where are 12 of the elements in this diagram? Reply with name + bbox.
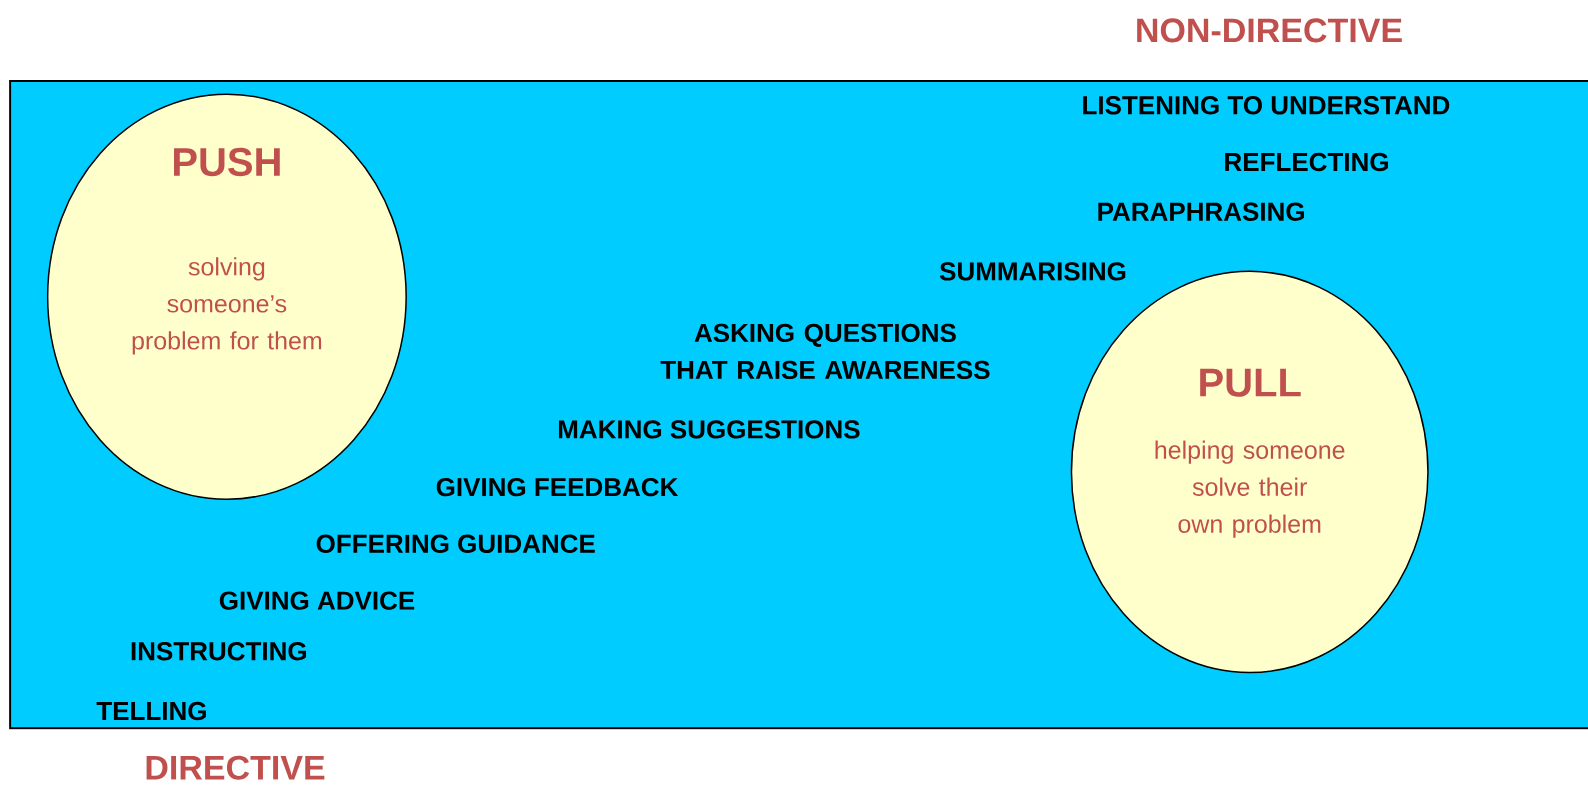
technique-label: GIVING FEEDBACK [436, 477, 679, 497]
technique-label: TELLING [96, 701, 206, 721]
heading: DIRECTIVE [146, 755, 325, 780]
technique-label: PARAPHRASING [1098, 202, 1304, 221]
technique-label: ASKING QUESTIONS THAT RAISE AWARENESS [660, 323, 990, 380]
technique-label: GIVING ADVICE [219, 591, 415, 610]
technique-label: REFLECTING [1225, 152, 1388, 172]
heading: NON-DIRECTIVE [1137, 18, 1402, 43]
technique-label: MAKING SUGGESTIONS [558, 420, 860, 439]
technique-label: INSTRUCTING [131, 642, 306, 661]
technique-label: LISTENING TO UNDERSTAND [1083, 96, 1450, 115]
technique-label: OFFERING GUIDANCE [316, 534, 595, 553]
